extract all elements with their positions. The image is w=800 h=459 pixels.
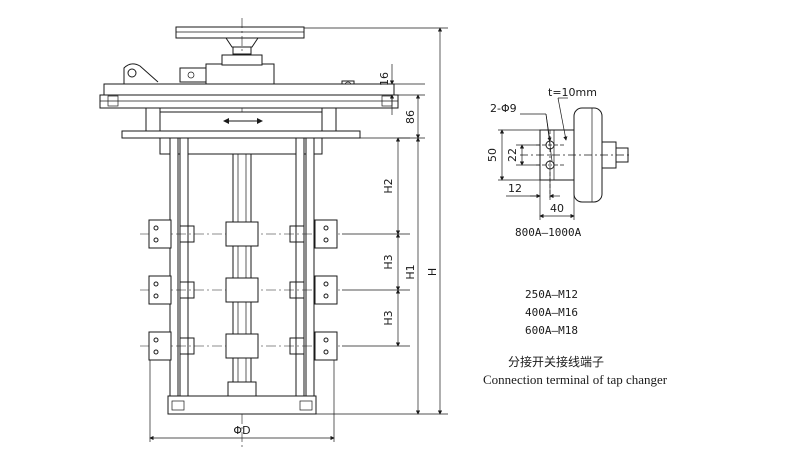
bolt-spec-list: 250A—M12 400A—M16 600A—M18	[525, 288, 578, 337]
contact-level-1	[140, 219, 340, 249]
bolt-spec-400a: 400A—M16	[525, 306, 578, 319]
tap-changer-main-view: 16 86 H2 H3 H3 H1 H ΦD	[99, 18, 448, 448]
dim-22-label: 22	[506, 148, 519, 162]
thickness-label: t=10mm	[548, 86, 597, 99]
hole-label: 2-Φ9	[490, 102, 517, 115]
caption-english: Connection terminal of tap changer	[483, 372, 668, 387]
terminal-detail: t=10mm 2-Φ9 50 22 12 40 800A—1000A	[486, 86, 632, 239]
dim-h3-upper-label: H3	[382, 254, 395, 269]
bolt-spec-600a: 600A—M18	[525, 324, 578, 337]
dim-diameter-label: ΦD	[233, 424, 250, 437]
dim-h-label: H	[426, 268, 439, 276]
dim-h3-lower-label: H3	[382, 310, 395, 325]
dim-16-label: 16	[378, 72, 391, 86]
support-bars	[169, 137, 315, 415]
dim-50-label: 50	[486, 148, 499, 162]
contact-level-3	[140, 331, 340, 361]
rating-label: 800A—1000A	[515, 226, 582, 239]
caption-chinese: 分接开关接线端子	[508, 354, 604, 369]
caption: 分接开关接线端子 Connection terminal of tap chan…	[483, 354, 668, 387]
dim-12-label: 12	[508, 182, 522, 195]
dim-h1-label: H1	[404, 264, 417, 279]
drive-housing	[123, 54, 355, 91]
bolt-spec-250a: 250A—M12	[525, 288, 578, 301]
dimension-lines: 16 86 H2 H3 H3 H1 H ΦD	[149, 27, 448, 441]
dim-86-label: 86	[404, 110, 417, 124]
head-flange	[99, 83, 399, 155]
dim-h2-label: H2	[382, 178, 395, 193]
contact-level-2	[140, 275, 340, 305]
dim-40-label: 40	[550, 202, 564, 215]
bottom-frame	[149, 360, 335, 442]
handwheel	[175, 18, 305, 448]
